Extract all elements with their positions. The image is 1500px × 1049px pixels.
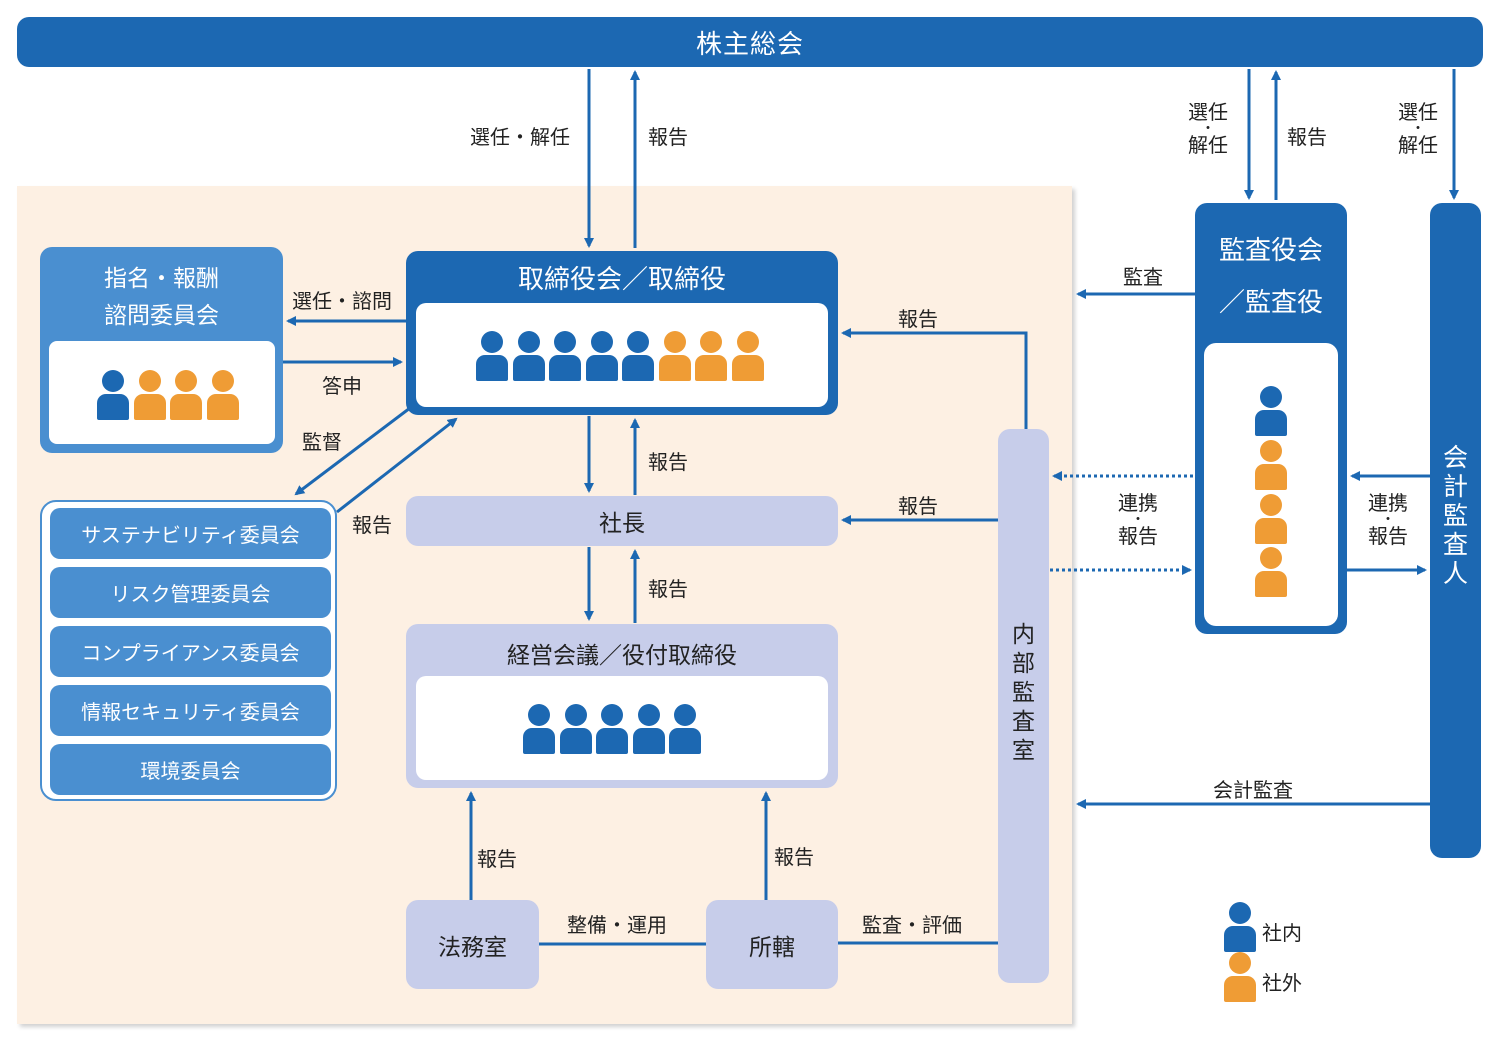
- nomination-committee-title-line1: 指名・報酬: [104, 266, 219, 292]
- external-member-icon: [134, 370, 166, 420]
- label-accounting-audit: 会計監査: [1213, 778, 1293, 802]
- legend-internal-label: 社内: [1262, 921, 1302, 945]
- committee-environment: 環境委員会: [50, 744, 331, 795]
- label-report: 報告: [1368, 524, 1408, 548]
- internal-member-icon: [97, 370, 129, 420]
- audit-board-members: [1204, 343, 1338, 626]
- audit-board-title-line1: 監査役会: [1218, 236, 1323, 266]
- label-supervise: 監督: [302, 430, 342, 454]
- internal-audit-office-label: 内部監査室: [1012, 622, 1035, 764]
- label-cooperate-report-internal: 連携 ・ 報告: [1118, 491, 1158, 548]
- committee-information-security: 情報セキュリティ委員会: [50, 685, 331, 736]
- internal-member-icon: [476, 331, 508, 381]
- arrow-board-to-committees: [294, 406, 411, 496]
- internal-member-icon: [669, 704, 701, 754]
- external-member-icon: [695, 331, 727, 381]
- label-dot: ・: [1381, 512, 1395, 528]
- external-member-icon: [207, 370, 239, 420]
- arrow-internal-audit-to-board: [841, 328, 1028, 429]
- nomination-compensation-committee-box: 指名・報酬 諮問委員会: [40, 247, 283, 453]
- jurisdiction-box: 所轄: [706, 900, 838, 989]
- nomination-committee-members: [49, 341, 275, 444]
- label-report-internal-audit-to-board: 報告: [898, 307, 938, 331]
- audit-board-title-line2: ／監査役: [1218, 288, 1323, 318]
- external-member-icon: [1255, 440, 1287, 490]
- internal-member-icon: [586, 331, 618, 381]
- label-dot: ・: [1411, 121, 1425, 137]
- internal-member-icon: [549, 331, 581, 381]
- label-cooperate-report-accountant: 連携 ・ 報告: [1368, 491, 1408, 548]
- label-dismiss: 解任: [1188, 133, 1228, 157]
- internal-member-icon: [633, 704, 665, 754]
- accounting-auditor-box: 会計監査人: [1430, 203, 1481, 858]
- label-report-board-to-shareholders: 報告: [648, 125, 688, 149]
- management-meeting-title: 経営会議／役付取締役: [507, 643, 737, 669]
- label-elect: 選任: [1398, 100, 1438, 124]
- label-cooperate: 連携: [1368, 491, 1408, 515]
- audit-board-title: 監査役会 ／監査役: [1195, 225, 1347, 329]
- committee-compliance: コンプライアンス委員会: [50, 626, 331, 677]
- internal-member-icon: [560, 704, 592, 754]
- internal-member-icon: [523, 704, 555, 754]
- label-elect-dismiss-audit-board: 選任 ・ 解任: [1188, 100, 1228, 157]
- board-members: [416, 303, 828, 407]
- label-dot: ・: [1131, 512, 1145, 528]
- audit-board-box: 監査役会 ／監査役: [1195, 203, 1347, 634]
- external-member-icon: [170, 370, 202, 420]
- committees-group: サステナビリティ委員会 リスク管理委員会 コンプライアンス委員会 情報セキュリテ…: [40, 500, 337, 801]
- internal-member-icon: [622, 331, 654, 381]
- label-report: 報告: [1118, 524, 1158, 548]
- president-box: 社長: [406, 496, 838, 546]
- internal-audit-office-box: 内部監査室: [998, 429, 1049, 983]
- label-report-dept: 報告: [774, 845, 814, 869]
- external-member-icon: [659, 331, 691, 381]
- label-dot: ・: [1201, 121, 1215, 137]
- board-title: 取締役会／取締役: [517, 265, 726, 295]
- label-cooperate: 連携: [1118, 491, 1158, 515]
- label-elect-dismiss-board: 選任・解任: [470, 125, 570, 149]
- legal-office-box: 法務室: [406, 900, 539, 989]
- internal-member-icon: [1255, 386, 1287, 436]
- label-audit: 監査: [1123, 265, 1163, 289]
- label-audit-evaluate: 監査・評価: [862, 913, 962, 937]
- committee-risk-management: リスク管理委員会: [50, 567, 331, 618]
- legend-external-icon: [1224, 952, 1256, 1002]
- label-elect-dismiss-accountant: 選任 ・ 解任: [1398, 100, 1438, 157]
- committee-sustainability: サステナビリティ委員会: [50, 508, 331, 559]
- shareholders-meeting-box: 株主総会: [17, 17, 1483, 67]
- arrow-committees-to-board: [336, 417, 458, 514]
- label-report-committees: 報告: [352, 513, 392, 537]
- label-report-president-to-board: 報告: [648, 450, 688, 474]
- label-answer: 答申: [322, 374, 362, 398]
- legend-external-label: 社外: [1262, 971, 1302, 995]
- management-meeting-box: 経営会議／役付取締役: [406, 624, 838, 788]
- nomination-committee-title-line2: 諮問委員会: [104, 303, 219, 329]
- nomination-committee-title: 指名・報酬 諮問委員会: [40, 261, 283, 335]
- label-maintain-operate: 整備・運用: [567, 913, 667, 937]
- label-elect-consult: 選任・諮問: [292, 289, 392, 313]
- external-member-icon: [732, 331, 764, 381]
- management-meeting-members: [416, 676, 828, 780]
- label-report-internal-audit-to-president: 報告: [898, 494, 938, 518]
- label-dismiss: 解任: [1398, 133, 1438, 157]
- label-report-audit-board-to-shareholders: 報告: [1287, 125, 1327, 149]
- accounting-auditor-label: 会計監査人: [1442, 443, 1468, 588]
- board-of-directors-box: 取締役会／取締役: [406, 251, 838, 415]
- legend-internal-icon: [1224, 902, 1256, 952]
- label-elect: 選任: [1188, 100, 1228, 124]
- external-member-icon: [1255, 547, 1287, 597]
- label-report-mgmt-to-president: 報告: [648, 577, 688, 601]
- external-member-icon: [1255, 494, 1287, 544]
- label-report-legal: 報告: [477, 847, 517, 871]
- internal-member-icon: [596, 704, 628, 754]
- internal-member-icon: [513, 331, 545, 381]
